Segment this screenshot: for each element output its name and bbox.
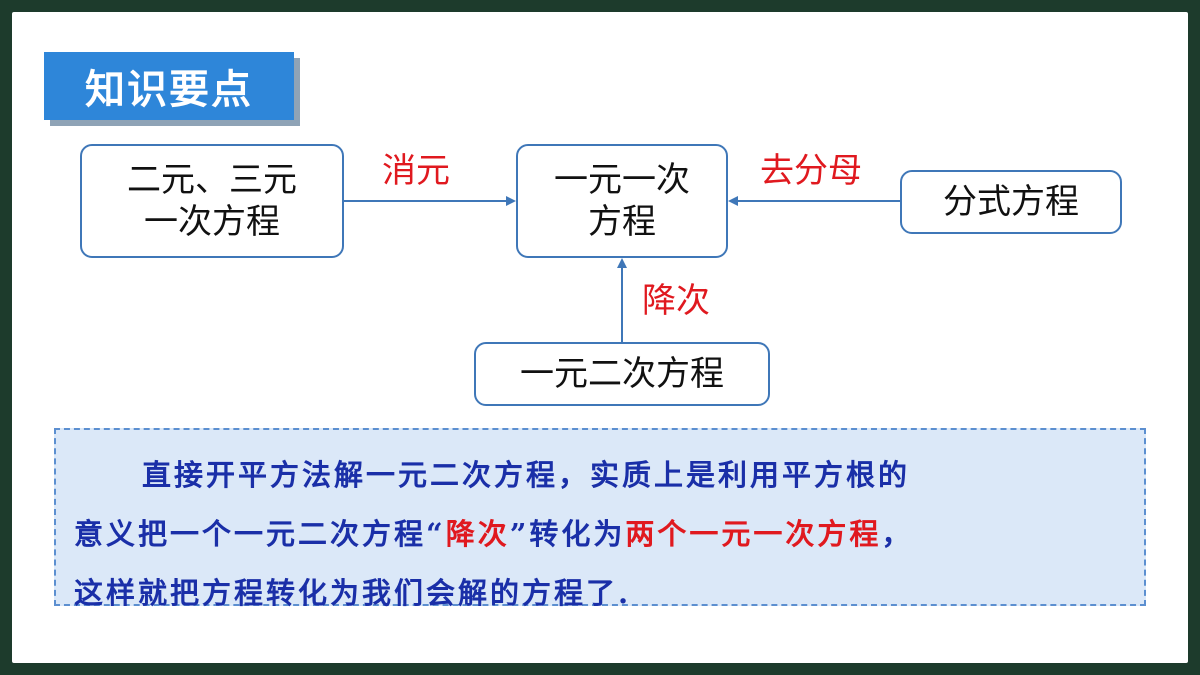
box-quadratic-label: 一元二次方程 (520, 353, 724, 394)
box-multivariable-line1: 二元、三元 (127, 159, 297, 200)
box-multivariable-line2: 一次方程 (144, 202, 280, 242)
box-univariate-linear: 一元一次 方程 (516, 144, 728, 258)
edge-label-reduce-degree: 降次 (642, 281, 710, 321)
note-highlight-reduce-degree: 降次 (445, 517, 510, 551)
box-fractional-equation: 分式方程 (900, 170, 1122, 234)
box-fractional-label: 分式方程 (943, 181, 1079, 222)
note-line-2-part-b: ”转化为 (509, 517, 626, 551)
note-line-2-part-a: 意义把一个一元二次方程“ (74, 517, 446, 551)
note-line-2: 意义把一个一元二次方程“降次”转化为两个一元一次方程， (74, 505, 1126, 564)
note-highlight-two-linear: 两个一元一次方程 (625, 517, 882, 551)
box-multivariable-linear: 二元、三元 一次方程 (80, 144, 344, 258)
box-univariate-line2: 方程 (588, 202, 656, 242)
note-line-1: 直接开平方法解一元二次方程，实质上是利用平方根的 (142, 458, 911, 492)
slide: 知识要点 二元、三元 一次方程 一元一次 方程 分式方程 一元二次方程 消元 (12, 12, 1188, 663)
note-line-3: 这样就把方程转化为我们会解的方程了. (74, 576, 632, 610)
box-quadratic-equation: 一元二次方程 (474, 342, 770, 406)
summary-note: 直接开平方法解一元二次方程，实质上是利用平方根的 意义把一个一元二次方程“降次”… (54, 428, 1146, 610)
edge-label-clear-denominator: 去分母 (760, 151, 862, 191)
box-univariate-line1: 一元一次 (554, 159, 690, 200)
edge-label-elimination: 消元 (382, 151, 450, 191)
section-title: 知识要点 (44, 52, 294, 120)
note-line-2-part-c: ， (881, 517, 914, 551)
